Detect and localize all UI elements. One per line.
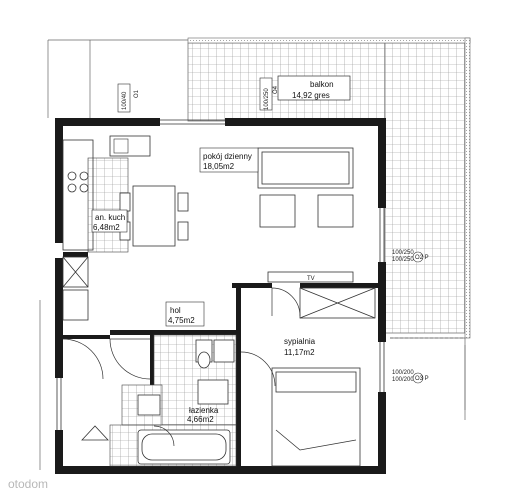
living-name: pokój dzienny bbox=[203, 152, 252, 161]
svg-text:O4: O4 bbox=[273, 85, 279, 94]
window-tag-3: 100/250 100/250 O2 P bbox=[392, 250, 429, 263]
bathroom-name: łazienka bbox=[189, 406, 219, 415]
svg-text:100/250: 100/250 bbox=[392, 250, 414, 256]
hall-area: 4,75m2 bbox=[168, 316, 195, 325]
fridge bbox=[62, 256, 89, 321]
svg-text:100/250: 100/250 bbox=[392, 257, 414, 263]
svg-text:100/200: 100/200 bbox=[392, 370, 414, 376]
bed bbox=[271, 367, 361, 467]
left-terrace bbox=[39, 39, 188, 470]
window-tag-4: 100/200 100/200 O3 P bbox=[392, 370, 429, 384]
living-furniture bbox=[257, 147, 354, 283]
window-tag-1: 100/40 O1 bbox=[117, 83, 140, 113]
kitchen-area: 6,48m2 bbox=[93, 223, 120, 232]
kitchen-name: an. kuch bbox=[95, 213, 125, 222]
kitchen-label-box bbox=[91, 209, 128, 233]
wardrobe bbox=[299, 287, 376, 319]
doors bbox=[62, 287, 301, 447]
entrance-arrow bbox=[81, 425, 109, 441]
svg-text:O1: O1 bbox=[134, 89, 140, 98]
dining-table bbox=[119, 185, 189, 247]
svg-text:100/200: 100/200 bbox=[392, 377, 414, 383]
interior-walls bbox=[63, 252, 378, 466]
svg-text:100/250: 100/250 bbox=[264, 88, 270, 110]
windows bbox=[56, 119, 385, 430]
window-tag-2: 100/250 O4 bbox=[259, 77, 279, 111]
living-area: 18,05m2 bbox=[203, 162, 235, 171]
svg-text:O3 P: O3 P bbox=[415, 376, 429, 382]
svg-text:100/40: 100/40 bbox=[122, 91, 128, 110]
bathroom-area: 4,66m2 bbox=[187, 415, 214, 424]
hall-label-box bbox=[165, 301, 205, 327]
exterior-walls bbox=[55, 118, 386, 474]
bath-fixtures bbox=[137, 339, 235, 465]
living-label-box bbox=[199, 147, 259, 173]
tv-label: TV bbox=[307, 276, 315, 282]
bedroom-name: sypialnia bbox=[284, 337, 316, 346]
lower-terrace bbox=[390, 337, 466, 420]
hall-name: hol bbox=[170, 306, 181, 315]
balcony-area-label: 14,92 gres bbox=[292, 91, 330, 100]
bedroom-area: 11,17m2 bbox=[284, 348, 315, 357]
balcony-area bbox=[187, 37, 471, 339]
balcony-name: balkon bbox=[310, 80, 334, 89]
svg-text:O2 P: O2 P bbox=[415, 255, 429, 261]
watermark-otodom: otodom bbox=[8, 477, 48, 491]
